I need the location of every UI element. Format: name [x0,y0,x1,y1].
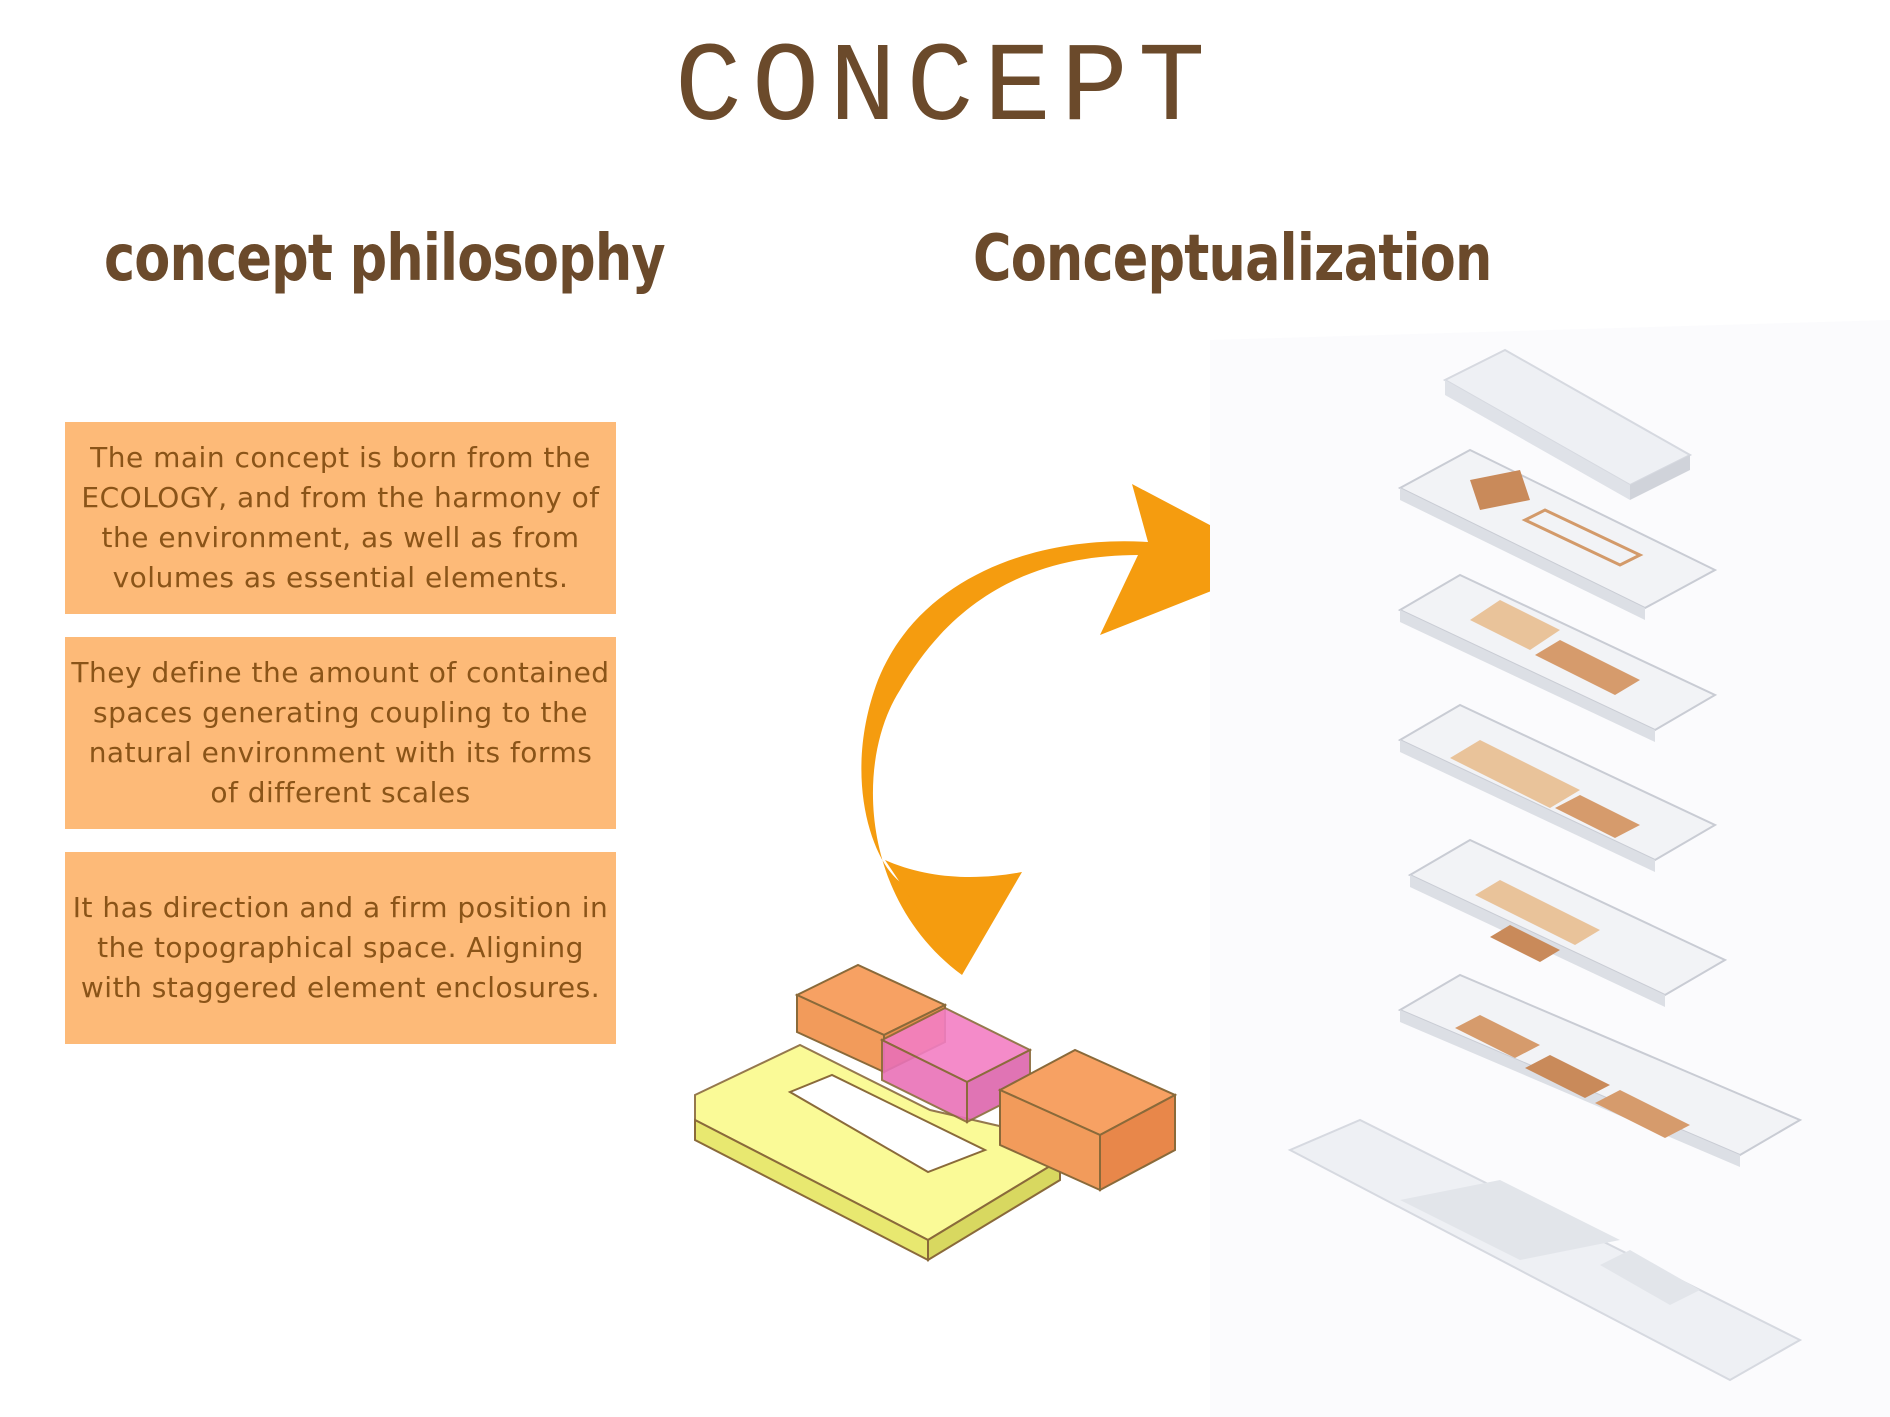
exploded-axonometric-icon [1210,320,1890,1417]
arrow-tail [885,860,1022,975]
massing-model-icon [695,965,1175,1260]
